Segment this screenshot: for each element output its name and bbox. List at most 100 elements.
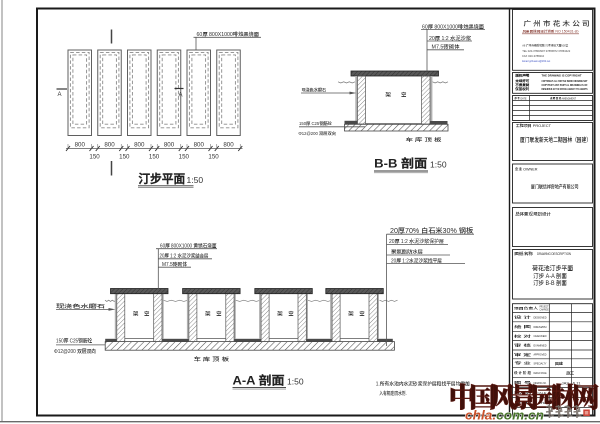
svg-text:厦门联发新天地二期园林（园建）: 厦门联发新天地二期园林（园建） <box>520 136 591 144</box>
svg-text:空: 空 <box>144 311 150 318</box>
svg-text:800: 800 <box>134 142 145 149</box>
svg-text:20厚 1:2 水泥沙浆: 20厚 1:2 水泥沙浆 <box>429 34 472 42</box>
svg-text:现浇色水磨石: 现浇色水磨石 <box>302 86 327 92</box>
svg-text:不得复制: 不得复制 <box>514 82 530 87</box>
svg-text:JA2—6.11: JA2—6.11 <box>562 380 582 385</box>
svg-text:日 期: 日 期 <box>514 401 532 405</box>
svg-text:A8 广州市德政北路575号德业大厦608室: A8 广州市德政北路575号德业大厦608室 <box>522 42 568 47</box>
svg-text:未经许可: 未经许可 <box>514 78 530 83</box>
svg-text:比 例: 比 例 <box>514 390 532 395</box>
svg-text:DATE: DATE <box>534 401 547 405</box>
svg-text:空: 空 <box>288 311 294 318</box>
svg-text:校 对: 校 对 <box>512 333 532 338</box>
svg-text:150: 150 <box>119 154 130 161</box>
svg-text:PROJECT: PROJECT <box>540 305 549 308</box>
svg-text:1:50: 1:50 <box>287 376 304 386</box>
svg-text:M7.5砖砌体: M7.5砖砌体 <box>432 44 461 51</box>
svg-text:RESERVED ACT IS OFFICE AGENCY: RESERVED ACT IS OFFICE AGENCY TO AGENTS <box>542 87 588 91</box>
svg-text:汀步 B-B 剖面: 汀步 B-B 剖面 <box>533 279 567 287</box>
svg-text:风景园林网设计资质 NO 150431-sb: 风景园林网设计资质 NO 150431-sb <box>521 29 578 34</box>
svg-text:150: 150 <box>89 154 100 161</box>
svg-text:版权声明: 版权声明 <box>514 73 530 78</box>
svg-text:20厚 1:2 水泥沙浆结合层: 20厚 1:2 水泥沙浆结合层 <box>160 251 210 259</box>
svg-text:20厚 1:2 水泥沙浆保护层: 20厚 1:2 水泥沙浆保护层 <box>389 237 445 245</box>
svg-text:图纸名称: 图纸名称 <box>514 251 533 256</box>
svg-text:现浇色水磨石: 现浇色水磨石 <box>56 303 105 310</box>
svg-text:DESIGNED: DESIGNED <box>534 315 547 319</box>
svg-text:中国风景园林网: 中国风景园林网 <box>449 375 600 415</box>
svg-text:150: 150 <box>208 154 219 161</box>
svg-text:车 库 顶 板: 车 库 顶 板 <box>194 356 230 363</box>
svg-text:架: 架 <box>386 92 392 99</box>
svg-text:车 库 顶 板: 车 库 顶 板 <box>406 136 443 143</box>
svg-text:工程项目 PROJECT: 工程项目 PROJECT <box>515 123 552 128</box>
svg-text:架: 架 <box>205 311 211 318</box>
svg-text:DRAWING DESCRIPTION: DRAWING DESCRIPTION <box>537 252 571 256</box>
svg-text:60厚 800X1000啡烛黑烧面: 60厚 800X1000啡烛黑烧面 <box>197 31 260 38</box>
svg-text:1.所有水池内水泥砂浆保护层和找平层均需加: 1.所有水池内水泥砂浆保护层和找平层均需加 <box>376 380 470 388</box>
svg-text:项目负责人: 项目负责人 <box>513 306 539 310</box>
svg-text:800: 800 <box>164 142 175 149</box>
svg-text:汀步 A-A 剖面: 汀步 A-A 剖面 <box>533 272 567 280</box>
svg-text:DRAWING NO.: DRAWING NO. <box>534 381 547 385</box>
svg-text:COPYRIGHT ALL FOR THE WORK DRA: COPYRIGHT ALL FOR THE WORK DRAWING NOT <box>542 79 588 83</box>
svg-text:A: A <box>58 92 62 98</box>
svg-text:THE DRAWING IS COPYRIGHT: THE DRAWING IS COPYRIGHT <box>542 74 582 78</box>
svg-text:序 号 DATE: 序 号 DATE <box>514 96 527 100</box>
svg-text:DRAWN: DRAWN <box>534 325 547 329</box>
svg-text:60厚 800X1000啡烛黑烧面: 60厚 800X1000啡烛黑烧面 <box>422 23 484 30</box>
svg-text:空: 空 <box>216 311 222 318</box>
svg-text:DESIGN STAGE: DESIGN STAGE <box>534 371 547 375</box>
svg-text:EXAMINED: EXAMINED <box>534 344 547 348</box>
svg-text:聚氨酯防水层: 聚氨酯防水层 <box>391 249 424 256</box>
svg-text:B-B 剖面: B-B 剖面 <box>374 157 427 171</box>
svg-text:图 号: 图 号 <box>514 381 532 385</box>
svg-text:A-A 剖面: A-A 剖面 <box>233 373 285 387</box>
svg-text:汀步平面: 汀步平面 <box>137 172 186 186</box>
svg-text:1:50: 1:50 <box>430 160 447 170</box>
svg-text:150: 150 <box>149 154 160 161</box>
svg-text:空: 空 <box>401 92 407 99</box>
svg-text:广 州 市 花 木 公 司: 广 州 市 花 木 公 司 <box>524 19 590 28</box>
svg-text:60厚 800X1000 黄锈石烧面: 60厚 800X1000 黄锈石烧面 <box>160 242 217 249</box>
svg-text:800: 800 <box>104 142 115 149</box>
svg-text:SCALE: SCALE <box>534 391 547 395</box>
svg-text:COPYTEXT ANY PART AL DRAWING I: COPYTEXT ANY PART AL DRAWING IS OF <box>542 83 588 87</box>
svg-text:园建: 园建 <box>555 361 563 366</box>
svg-text:架: 架 <box>348 311 354 318</box>
svg-text:CHECKED: CHECKED <box>534 334 547 338</box>
svg-text:审 定: 审 定 <box>514 352 532 357</box>
svg-text:保留权利: 保留权利 <box>514 86 529 91</box>
svg-text:荷花池汀步平面: 荷花池汀步平面 <box>532 264 573 272</box>
svg-text:架: 架 <box>277 311 283 318</box>
svg-text:150厚 C25钢筋砼: 150厚 C25钢筋砼 <box>56 337 93 344</box>
svg-text:厦门联信祥房地产有限公司: 厦门联信祥房地产有限公司 <box>530 183 578 190</box>
svg-text:20厚 1:2水泥沙浆找平层: 20厚 1:2水泥沙浆找平层 <box>391 256 443 264</box>
svg-text:800: 800 <box>194 142 205 149</box>
svg-text:A: A <box>179 93 183 99</box>
svg-text:总体景观规划设计: 总体景观规划设计 <box>515 212 552 218</box>
svg-text:施工: 施工 <box>565 370 574 375</box>
svg-text:chla.com.cn: chla.com.cn <box>465 409 544 423</box>
svg-text:审 核: 审 核 <box>514 343 532 348</box>
svg-text:架: 架 <box>133 311 139 318</box>
svg-text:空: 空 <box>359 311 365 318</box>
svg-text:M7.5砖砌体: M7.5砖砌体 <box>162 261 188 268</box>
svg-text:说 明 事 项 AMENDMENT: 说 明 事 项 AMENDMENT <box>549 96 576 100</box>
svg-text:150厚 C25钢筋砼: 150厚 C25钢筋砼 <box>299 120 332 126</box>
svg-text:设 计: 设 计 <box>512 315 532 320</box>
svg-text:800: 800 <box>75 142 86 149</box>
svg-text:150: 150 <box>179 154 190 161</box>
svg-text:20厚70% 白石米30% 钢板: 20厚70% 白石米30% 钢板 <box>390 226 473 235</box>
svg-text:专 业: 专 业 <box>514 361 532 366</box>
svg-text:Φ12@200 双层双向: Φ12@200 双层双向 <box>54 348 96 355</box>
svg-text:绘 图: 绘 图 <box>514 324 532 329</box>
svg-text:APPROVED: APPROVED <box>534 353 547 357</box>
svg-text:设 计 阶 段: 设 计 阶 段 <box>513 370 531 375</box>
svg-text:TEL 020-37863997 37865872 37: TEL 020-37863997 37865872 37863422 <box>522 49 570 53</box>
svg-text:入有机硅防水剂.: 入有机硅防水剂. <box>379 390 407 397</box>
svg-text:CHARGE: CHARGE <box>540 308 549 311</box>
svg-text:1:50: 1:50 <box>187 175 204 185</box>
svg-text:业主 OWNER: 业主 OWNER <box>515 167 538 172</box>
svg-text:SPECIALTY: SPECIALTY <box>534 361 547 365</box>
